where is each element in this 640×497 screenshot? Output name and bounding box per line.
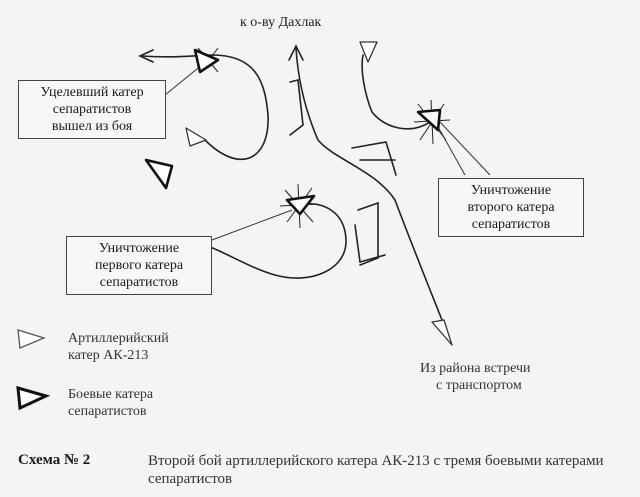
ak213-marker-start: [431, 319, 453, 346]
callout-first-boat: Уничтожение первого катера сепаратистов: [66, 236, 212, 295]
legend-combat-marker: [16, 385, 51, 411]
callout-first-line-3: сепаратистов: [99, 275, 179, 290]
manoeuvre-2: [351, 141, 397, 176]
meeting-line-1: Из района встречи: [420, 361, 531, 376]
callout-second-line-2: второго катера: [467, 200, 555, 215]
leader-first: [211, 209, 293, 241]
legend-combat-line-1: Боевые катера: [68, 387, 154, 402]
scheme-number: Схема № 2: [18, 452, 91, 468]
destination-label: к о-ву Дахлак: [240, 15, 322, 30]
callout-surviving-line-1: Уцелевший катер: [40, 85, 144, 100]
separatist-boat-second: [416, 108, 442, 132]
callout-second-line-3: сепаратистов: [471, 217, 551, 232]
legend-combat-label: Боевые катера сепаратистов: [68, 386, 153, 420]
manoeuvre-1: [289, 79, 304, 136]
separatist-boat-first: [285, 194, 316, 216]
callout-surviving-boat: Уцелевший катер сепаратистов вышел из бо…: [18, 80, 166, 139]
leader-second-b: [436, 124, 466, 176]
legend-combat-line-2: сепаратистов: [68, 404, 147, 419]
manoeuvre-5: [354, 224, 386, 264]
legend-artillery-label: Артиллерийский катер АК-213: [68, 330, 169, 364]
separatist-boat-1: [144, 158, 174, 190]
survivor-route: [141, 54, 269, 160]
separatist-boat-surviving: [193, 48, 220, 74]
ak213-route: [295, 47, 449, 336]
survivor-route-arrow: [138, 49, 154, 63]
legend-artillery-line-2: катер АК-213: [68, 348, 149, 363]
callout-surviving-line-2: сепаратистов: [52, 102, 132, 117]
meeting-line-2: с транспортом: [436, 378, 522, 393]
legend-artillery-marker: [17, 329, 46, 349]
second-boat-route: [361, 54, 431, 130]
scheme-caption: Второй бой артиллерийского катера АК-213…: [148, 453, 604, 487]
manoeuvre-4: [357, 201, 379, 266]
ak213-marker-top: [359, 41, 378, 63]
first-boat-route: [204, 203, 347, 279]
ak213-route-arrow: [288, 44, 304, 61]
callout-surviving-line-3: вышел из боя: [51, 119, 133, 134]
ak213-marker-mid: [185, 127, 207, 147]
callout-first-line-2: первого катера: [94, 258, 184, 273]
leader-second: [439, 121, 491, 176]
meeting-area-label: Из района встречи с транспортом: [420, 360, 530, 394]
legend-artillery-line-1: Артиллерийский: [68, 331, 169, 346]
callout-first-line-1: Уничтожение: [98, 241, 180, 256]
callout-second-line-1: Уничтожение: [470, 183, 552, 198]
callout-second-boat: Уничтожение второго катера сепаратистов: [438, 178, 584, 237]
